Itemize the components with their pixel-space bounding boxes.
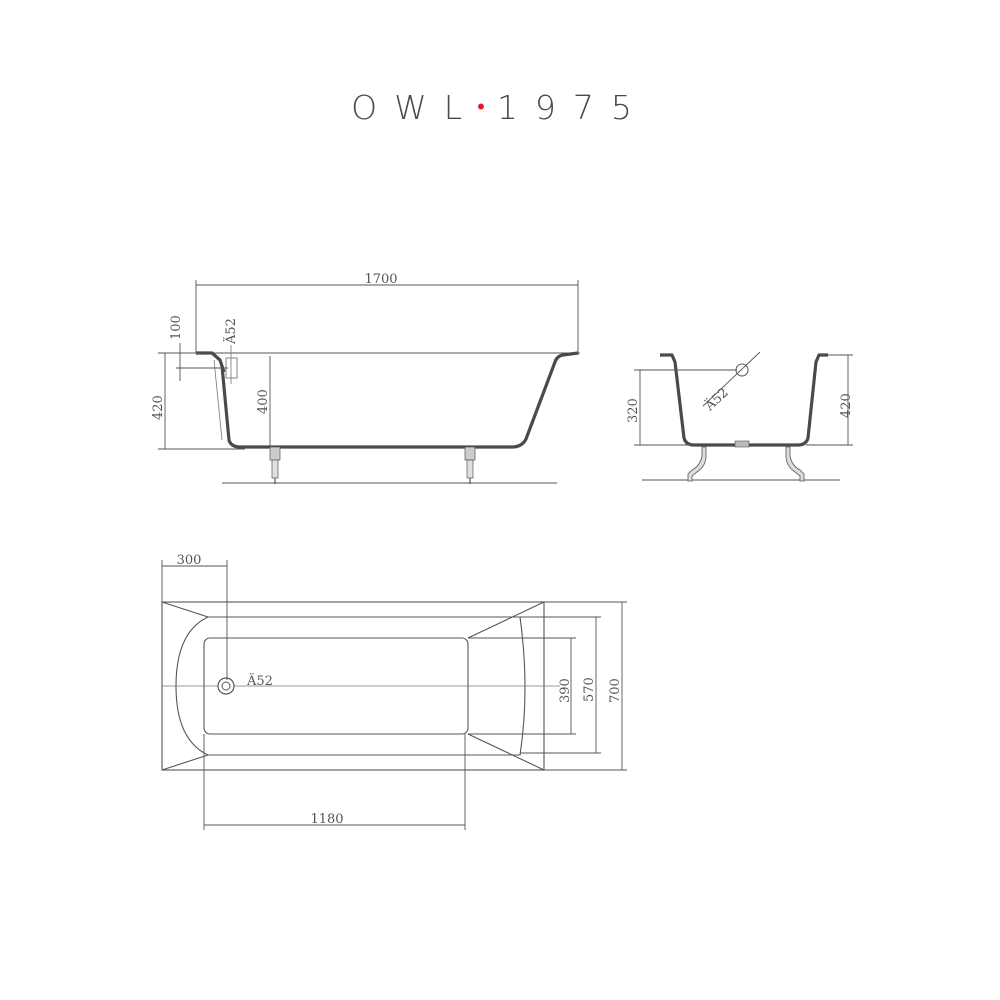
top-diag-br (467, 733, 545, 771)
dim-1180-label: 1180 (310, 812, 343, 827)
end-overflow-hole (735, 363, 749, 377)
dim-570-label: 570 (582, 677, 597, 702)
top-drain-label: Ä52 (246, 672, 273, 689)
side-drain-label: Ä52 (222, 318, 239, 345)
brand-name: OWL (351, 88, 480, 127)
dim-end-420-label: 420 (839, 393, 854, 418)
dim-300-label: 300 (177, 553, 202, 568)
dim-side-420-label: 420 (151, 395, 166, 420)
end-leg-left (687, 446, 707, 482)
side-view: 1700 100 Ä52 420 400 (151, 272, 580, 484)
top-view: Ä52 300 1180 390 570 700 (161, 553, 627, 830)
end-drain-leader (702, 351, 761, 407)
side-left-flange (196, 351, 226, 373)
end-leg-right (785, 446, 805, 482)
side-shell (220, 351, 579, 449)
top-diag-tl (161, 601, 209, 618)
top-mid-bowl (175, 616, 526, 756)
end-view: Ä52 320 420 (626, 351, 854, 482)
brand-year: 1975 (496, 88, 649, 127)
top-diag-bl (161, 754, 209, 771)
end-drain-label: Ä52 (700, 384, 731, 415)
side-inner-skin (213, 359, 223, 441)
end-drain-block (734, 440, 750, 448)
dim-100-label: 100 (169, 315, 184, 340)
top-diag-tr (467, 601, 545, 639)
brand-logo: OWL•1975 (0, 88, 1000, 138)
side-leg-right (464, 446, 476, 484)
side-leg-left (269, 446, 281, 484)
dim-1700-label: 1700 (364, 272, 397, 287)
brand-dot: • (477, 95, 497, 120)
top-drain-inner (221, 681, 231, 691)
dim-700-label: 700 (608, 678, 623, 703)
dim-390-label: 390 (558, 678, 573, 703)
dim-400-label: 400 (256, 389, 271, 414)
dim-320-label: 320 (626, 398, 641, 423)
